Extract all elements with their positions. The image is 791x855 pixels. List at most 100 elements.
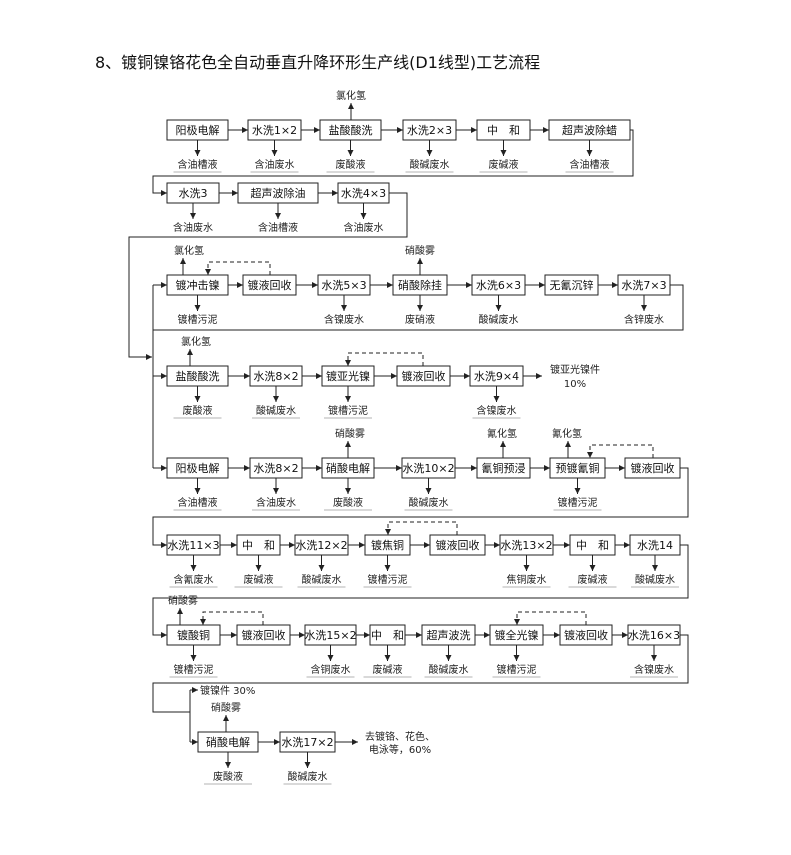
waste-label: 含镍废水 <box>324 313 364 326</box>
waste-label: 含油槽液 <box>178 158 218 171</box>
process-step: 镀液回收 <box>242 274 297 296</box>
process-step: 无氰沉锌 <box>544 274 599 296</box>
waste-label: 含油废水 <box>255 158 295 171</box>
process-step-label: 水洗14 <box>637 539 673 552</box>
connector-arrow <box>128 192 408 360</box>
process-step: 镀液回收 <box>396 365 451 387</box>
process-step-label: 硝酸电解 <box>206 735 250 749</box>
waste-label: 含镍废水 <box>634 663 674 676</box>
waste-label: 含油废水 <box>173 221 213 234</box>
process-step: 镀液回收 <box>429 534 486 556</box>
recycle-dashed-line <box>200 611 264 625</box>
waste-label: 镀槽污泥 <box>174 663 214 676</box>
process-step: 超声波除蜡 <box>548 119 631 141</box>
process-step: 水洗7×3 <box>617 274 671 296</box>
waste-label: 酸碱废水 <box>288 770 328 783</box>
process-step: 预镀氰铜 <box>549 457 606 479</box>
process-step-label: 镀液回收 <box>436 538 480 552</box>
process-step: 水洗15×2 <box>304 624 357 646</box>
process-step: 水洗5×3 <box>317 274 371 296</box>
process-step-label: 预镀氰铜 <box>556 461 600 475</box>
waste-label: 废酸液 <box>333 496 363 509</box>
process-step: 氰铜预浸 <box>476 457 531 479</box>
process-step: 水洗2×3 <box>402 119 457 141</box>
product-branch-label: 镀镍件 30% <box>200 684 255 697</box>
process-step: 中 和 <box>369 624 406 646</box>
waste-label: 含氰废水 <box>174 573 214 586</box>
process-step-label: 水洗10×2 <box>402 462 454 475</box>
product-output-share: 电泳等，60% <box>369 743 431 756</box>
diagram-title: 8、镀铜镍铬花色全自动垂直升降环形生产线(D1线型)工艺流程 <box>95 53 540 72</box>
waste-label: 含油槽液 <box>178 496 218 509</box>
process-step-label: 超声波洗 <box>427 628 471 642</box>
waste-label: 酸碱废水 <box>409 496 449 509</box>
waste-label: 镀槽污泥 <box>497 663 537 676</box>
product-output-label: 去镀铬、花色、 <box>365 730 435 743</box>
process-step-label: 中 和 <box>576 539 609 552</box>
connector-line <box>152 634 689 713</box>
process-step-label: 中 和 <box>487 124 520 137</box>
process-step-label: 硝酸除挂 <box>398 278 442 292</box>
process-step-label: 镀亚光镍 <box>326 369 370 383</box>
connector-line <box>153 284 684 331</box>
process-step: 超声波洗 <box>421 624 476 646</box>
process-step: 镀焦铜 <box>364 534 411 556</box>
process-step-label: 水洗2×3 <box>407 124 452 137</box>
process-step-label: 水洗15×2 <box>304 629 356 642</box>
waste-label: 酸碱废水 <box>635 573 675 586</box>
process-step-label: 镀液回收 <box>564 628 608 642</box>
process-step-label: 镀液回收 <box>248 278 292 292</box>
process-step-label: 水洗7×3 <box>621 279 666 292</box>
process-step: 镀酸铜 <box>166 624 221 646</box>
waste-label: 废酸液 <box>336 158 366 171</box>
process-step-label: 水洗5×3 <box>321 279 366 292</box>
process-step: 镀液回收 <box>236 624 291 646</box>
process-step-label: 水洗13×2 <box>500 539 552 552</box>
exhaust-gas-label: 硝酸雾 <box>211 701 241 714</box>
process-step: 盐酸酸洗 <box>166 365 229 387</box>
process-step-label: 水洗3 <box>179 187 208 200</box>
connector-arrow <box>152 467 689 548</box>
waste-label: 废硝液 <box>405 313 435 326</box>
process-step-label: 水洗8×2 <box>253 462 298 475</box>
waste-label: 镀槽污泥 <box>368 573 408 586</box>
process-step: 水洗9×4 <box>469 365 524 387</box>
waste-label: 酸碱废水 <box>256 404 296 417</box>
waste-label: 废酸液 <box>183 404 213 417</box>
recycle-dashed-line <box>205 261 271 275</box>
process-step: 硝酸电解 <box>197 731 259 753</box>
exhaust-gas-label: 氯化氢 <box>336 89 366 102</box>
process-step: 水洗3 <box>166 182 220 204</box>
process-step-label: 水洗16×3 <box>628 629 680 642</box>
process-step: 中 和 <box>569 534 616 556</box>
process-step-label: 镀液回收 <box>402 369 446 383</box>
process-step-label: 水洗4×3 <box>341 187 386 200</box>
waste-label: 镀槽污泥 <box>178 313 218 326</box>
waste-label: 含锌废水 <box>624 313 664 326</box>
waste-label: 焦铜废水 <box>507 573 547 586</box>
waste-label: 含铜废水 <box>311 663 351 676</box>
process-step-label: 阳极电解 <box>176 123 220 137</box>
process-step-label: 水洗9×4 <box>474 370 519 383</box>
process-step-label: 超声波除油 <box>251 186 306 200</box>
process-step-label: 水洗6×3 <box>476 279 521 292</box>
process-step-label: 镀液回收 <box>242 628 286 642</box>
waste-label: 酸碱废水 <box>479 313 519 326</box>
waste-label: 镀槽污泥 <box>328 404 368 417</box>
process-step-label: 水洗1×2 <box>252 124 297 137</box>
process-step: 镀亚光镍 <box>321 365 375 387</box>
process-step-label: 镀焦铜 <box>371 538 404 552</box>
process-step: 中 和 <box>476 119 531 141</box>
process-step: 水洗6×3 <box>471 274 526 296</box>
process-step-label: 无氰沉锌 <box>550 278 594 292</box>
process-step: 硝酸除挂 <box>392 274 448 296</box>
process-step: 水洗13×2 <box>499 534 554 556</box>
process-step: 水洗11×3 <box>166 534 221 556</box>
process-step-label: 水洗12×2 <box>295 539 347 552</box>
process-step-label: 氰铜预浸 <box>482 461 526 475</box>
